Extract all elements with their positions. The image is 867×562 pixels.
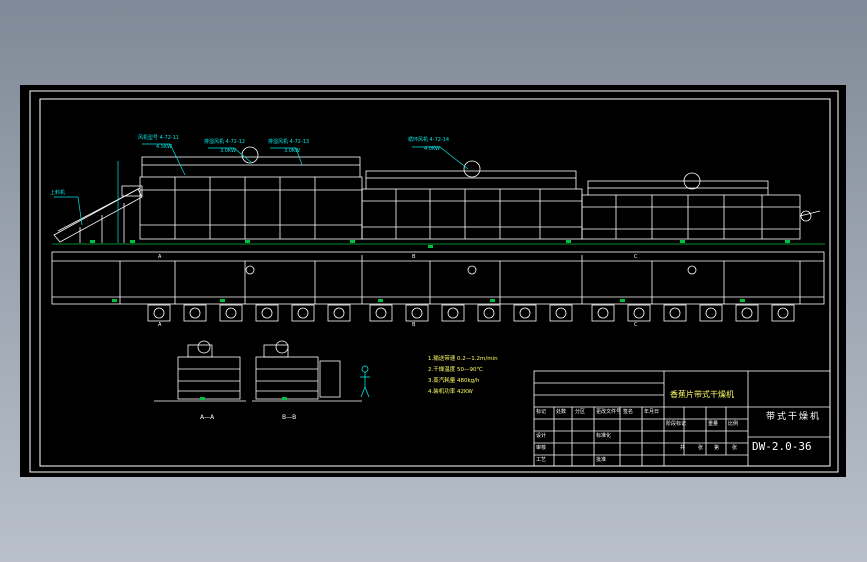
top-duct-3 bbox=[587, 180, 769, 189]
tb-row-1-c: 标准化 bbox=[596, 433, 612, 439]
section-view-a bbox=[154, 340, 246, 402]
callout-sub-4: 4.0KW bbox=[424, 146, 440, 152]
tb-header-2: 处数 bbox=[556, 409, 567, 415]
tb-stage-3: 比例 bbox=[728, 421, 739, 427]
section-label-c2: C bbox=[634, 322, 638, 328]
tb-header-3: 分区 bbox=[575, 409, 586, 415]
callout-label-5: 上料机 bbox=[50, 190, 66, 196]
plan-markers bbox=[112, 299, 745, 302]
drawing-sheet: 风机型号 4-72-11 4.5KW 排湿风机 4-72-12 3.0KW 排湿… bbox=[20, 85, 846, 477]
section-label-a2: A bbox=[158, 322, 162, 328]
product-title: 带式干燥机 bbox=[766, 412, 822, 422]
tb-row-3-c: 批准 bbox=[596, 457, 607, 463]
drawing-number: DW-2.0-36 bbox=[752, 440, 812, 453]
plan-dividers bbox=[119, 255, 801, 304]
elevation-markers bbox=[90, 240, 790, 248]
plan-fan-markers bbox=[245, 265, 697, 275]
section-view-title-b: B—B bbox=[282, 414, 297, 421]
section-1-panels bbox=[174, 177, 316, 239]
tb-sheet-4: 张 bbox=[732, 445, 738, 451]
callout-label-1: 风机型号 4-72-11 bbox=[138, 135, 180, 141]
drawing-subtitle: 香蕉片带式干燥机 bbox=[670, 390, 734, 399]
fan-1 bbox=[241, 146, 259, 164]
plan-view bbox=[51, 251, 825, 305]
spec-note-2: 2.干燥温度 50—90℃ bbox=[428, 367, 483, 373]
feeder-conveyor bbox=[53, 188, 143, 243]
tb-row-1-a: 设计 bbox=[536, 433, 547, 439]
tb-row-3-a: 工艺 bbox=[536, 457, 547, 463]
tb-header-5: 签名 bbox=[623, 409, 634, 415]
tb-stage-2: 重量 bbox=[708, 421, 719, 427]
spec-note-3: 3.蒸汽耗量 480kg/h bbox=[428, 378, 480, 384]
callout-leaders bbox=[54, 143, 469, 243]
spec-note-1: 1.输送带速 0.2—1.2m/min bbox=[428, 356, 498, 362]
cad-drawing bbox=[29, 90, 839, 473]
feed-hopper bbox=[121, 185, 143, 197]
elevation-view bbox=[52, 146, 825, 245]
plan-outline bbox=[51, 251, 825, 305]
operator-figure bbox=[360, 365, 370, 398]
plan-fan-row bbox=[147, 304, 795, 322]
callout-sub-3: 3.0KW bbox=[284, 148, 300, 154]
top-duct-1 bbox=[141, 156, 361, 166]
discharge-roller bbox=[800, 210, 812, 222]
title-block bbox=[533, 370, 831, 467]
tb-sheet-3: 第 bbox=[714, 445, 720, 451]
tb-sheet-1: 共 bbox=[680, 445, 686, 451]
section-view-title-a: A—A bbox=[200, 414, 215, 421]
dryer-section-2 bbox=[361, 188, 583, 240]
tb-header-1: 标记 bbox=[536, 409, 547, 415]
section-label-b1: B bbox=[412, 254, 416, 260]
callout-sub-2: 3.0KW bbox=[220, 148, 236, 154]
fan-2 bbox=[463, 160, 481, 178]
fan-3 bbox=[683, 172, 701, 190]
section-markers bbox=[200, 397, 287, 400]
dryer-section-1 bbox=[139, 176, 363, 240]
section-view-b bbox=[252, 340, 362, 402]
inner-frame bbox=[39, 98, 831, 467]
section-label-c1: C bbox=[634, 254, 638, 260]
tb-row-2-a: 审核 bbox=[536, 445, 547, 451]
top-duct-2 bbox=[365, 170, 577, 179]
callout-label-4: 循环风机 4-72-14 bbox=[408, 137, 450, 143]
tb-header-4: 更改文件号 bbox=[596, 409, 622, 415]
dryer-section-3 bbox=[581, 194, 801, 240]
outer-frame bbox=[29, 90, 839, 473]
callout-sub-1: 4.5KW bbox=[156, 144, 172, 150]
callout-label-2: 排湿风机 4-72-12 bbox=[204, 139, 246, 145]
tb-sheet-2: 张 bbox=[698, 445, 704, 451]
section-3-panels bbox=[615, 195, 763, 239]
section-label-b2: B bbox=[412, 322, 416, 328]
tb-stage-1: 阶段标记 bbox=[666, 421, 687, 427]
tb-header-6: 年月日 bbox=[644, 409, 660, 415]
callout-label-3: 排湿风机 4-72-13 bbox=[268, 139, 310, 145]
section-2-panels bbox=[395, 189, 541, 239]
section-label-a1: A bbox=[158, 254, 162, 260]
feeder-legs bbox=[79, 203, 125, 243]
spec-note-4: 4.装机功率 42KW bbox=[428, 389, 473, 395]
